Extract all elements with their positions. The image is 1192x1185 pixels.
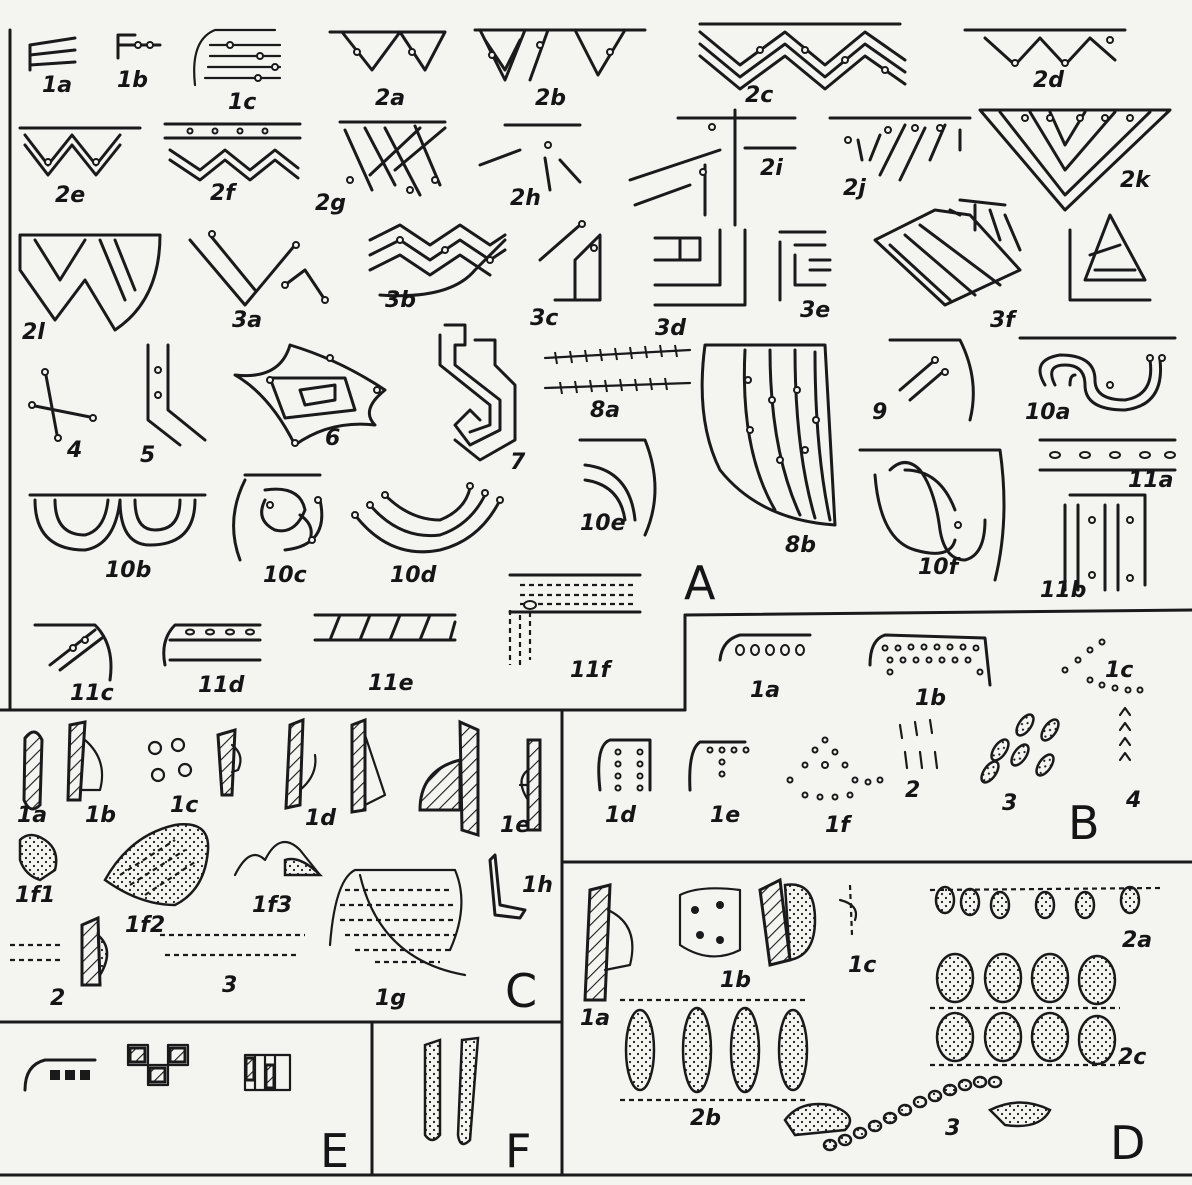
label-a-3a: 3a — [232, 310, 262, 332]
label-a-2a: 2a — [375, 88, 405, 110]
section-letter-f: F — [505, 1128, 531, 1174]
label-a-3c: 3c — [530, 308, 558, 330]
motifs-section-b — [599, 635, 1143, 800]
label-a-1a: 1a — [42, 75, 72, 97]
label-a-3f: 3f — [990, 310, 1015, 332]
label-b-1d: 1d — [605, 805, 636, 827]
label-a-10b: 10b — [105, 560, 151, 582]
label-d-2c: 2c — [1118, 1047, 1146, 1069]
label-c-2: 2 — [50, 988, 65, 1010]
label-a-6: 6 — [325, 428, 340, 450]
label-b-2: 2 — [905, 780, 920, 802]
section-letter-a: A — [684, 560, 715, 606]
label-a-2f: 2f — [210, 183, 235, 205]
label-d-2b: 2b — [690, 1108, 721, 1130]
label-c-1d: 1d — [305, 808, 336, 830]
label-a-3b: 3b — [385, 290, 416, 312]
label-a-4: 4 — [67, 440, 82, 462]
label-c-1f3: 1f3 — [252, 895, 292, 917]
label-c-1e: 1e — [500, 815, 530, 837]
label-c-1c: 1c — [170, 795, 198, 817]
label-a-2g: 2g — [315, 193, 346, 215]
motifs-section-e — [25, 1045, 290, 1090]
label-a-8a: 8a — [590, 400, 620, 422]
label-a-9: 9 — [872, 402, 887, 424]
label-b-1f: 1f — [825, 815, 850, 837]
motifs-section-f — [425, 1038, 478, 1144]
section-dividers — [0, 30, 1192, 1175]
label-a-2e: 2e — [55, 185, 85, 207]
label-a-2i: 2i — [760, 158, 783, 180]
label-d-2a: 2a — [1122, 930, 1152, 952]
label-a-7: 7 — [510, 452, 525, 474]
label-b-4: 4 — [1126, 790, 1141, 812]
label-b-1a: 1a — [750, 680, 780, 702]
label-a-10d: 10d — [390, 565, 436, 587]
label-c-1f2: 1f2 — [125, 915, 165, 937]
label-a-8b: 8b — [785, 535, 816, 557]
label-a-5: 5 — [140, 445, 155, 467]
section-letter-c: C — [505, 968, 537, 1014]
motifs-section-d — [585, 880, 1160, 1150]
label-a-10c: 10c — [263, 565, 307, 587]
label-a-11f: 11f — [570, 660, 610, 682]
label-d-3: 3 — [945, 1118, 960, 1140]
label-a-11c: 11c — [70, 683, 114, 705]
label-a-11b: 11b — [1040, 580, 1086, 602]
label-a-2k: 2k — [1120, 170, 1150, 192]
motifs-section-a — [20, 24, 1175, 680]
motifs-section-c — [10, 720, 540, 985]
label-c-1b: 1b — [85, 805, 116, 827]
label-a-2c: 2c — [745, 85, 773, 107]
label-b-3: 3 — [1002, 793, 1017, 815]
label-a-11e: 11e — [368, 673, 414, 695]
label-a-3d: 3d — [655, 318, 686, 340]
label-c-1h: 1h — [522, 875, 553, 897]
label-b-1c: 1c — [1105, 660, 1133, 682]
label-a-11a: 11a — [1128, 470, 1173, 492]
label-a-2b: 2b — [535, 88, 566, 110]
label-b-1e: 1e — [710, 805, 740, 827]
label-a-10a: 10a — [1025, 402, 1070, 424]
label-d-1b: 1b — [720, 970, 751, 992]
label-c-1a: 1a — [17, 805, 47, 827]
label-a-2j: 2j — [843, 178, 866, 200]
label-d-1c: 1c — [848, 955, 876, 977]
label-c-1g: 1g — [375, 988, 406, 1010]
label-a-11d: 11d — [198, 675, 244, 697]
label-a-10e: 10e — [580, 513, 626, 535]
label-b-1b: 1b — [915, 688, 946, 710]
label-a-10f: 10f — [918, 557, 958, 579]
label-a-2h: 2h — [510, 188, 541, 210]
label-d-1a: 1a — [580, 1008, 610, 1030]
label-a-1b: 1b — [117, 70, 148, 92]
label-c-3: 3 — [222, 975, 237, 997]
label-a-2l: 2l — [22, 322, 45, 344]
label-a-3e: 3e — [800, 300, 830, 322]
section-letter-d: D — [1110, 1120, 1145, 1166]
section-letter-b: B — [1068, 800, 1100, 846]
label-c-1f1: 1f1 — [15, 885, 55, 907]
label-a-2d: 2d — [1033, 70, 1064, 92]
section-letter-e: E — [320, 1128, 349, 1174]
label-a-1c: 1c — [228, 92, 256, 114]
